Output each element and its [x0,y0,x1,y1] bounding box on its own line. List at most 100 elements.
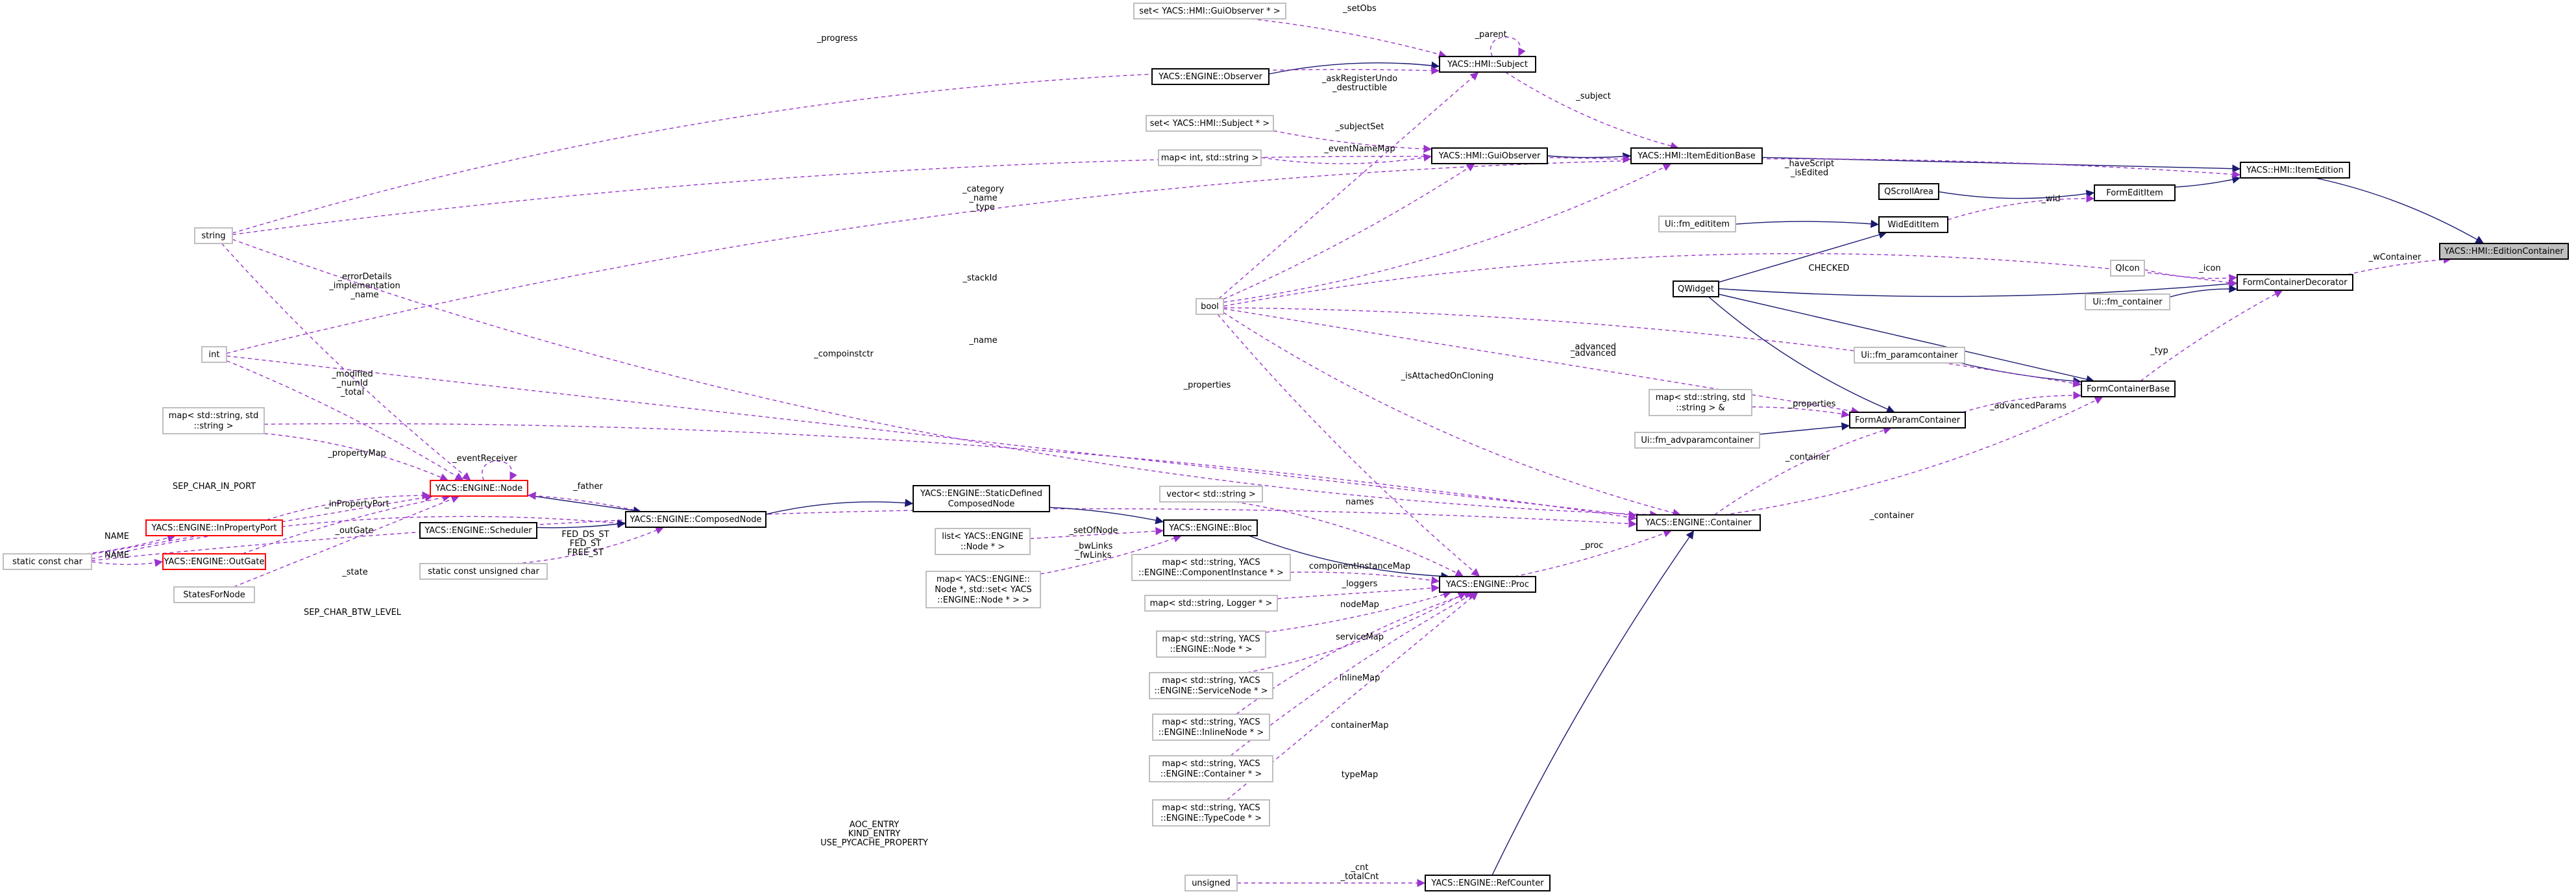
edge-label: _type [971,203,995,212]
class-node-bool[interactable]: bool [1196,298,1224,315]
inheritance-edge-form_edit_item-to-item_edition [2174,175,2241,188]
node-box [1854,347,1965,364]
class-node-map-typecode[interactable]: map< std::string, YACS::ENGINE::TypeCode… [1152,799,1270,827]
class-node-engine-proc[interactable]: YACS::ENGINE::Proc [1439,576,1536,593]
class-node-vector-string[interactable]: vector< std::string > [1159,486,1263,503]
class-node-map-int-string[interactable]: map< int, std::string > [1158,149,1262,166]
class-node-qicon[interactable]: QIcon [2110,260,2145,277]
edge-label: _wid [2041,194,2061,204]
class-node-states-for-node[interactable]: StatesForNode [173,586,255,603]
usage-edge-int-to-engine_container [226,355,1638,519]
class-node-engine-container[interactable]: YACS::ENGINE::Container [1636,514,1761,531]
class-node-engine-observer[interactable]: YACS::ENGINE::Observer [1151,68,1270,85]
edge-label: serviceMap [1336,632,1384,642]
edge-label: _implementation [328,281,400,291]
node-label: ::Node * > [961,542,1005,552]
class-node-set-subject[interactable]: set< YACS::HMI::Subject * > [1146,115,1274,132]
class-node-item-edition-base[interactable]: YACS::HMI::ItemEditionBase [1630,147,1763,164]
node-label: YACS::ENGINE::RefCounter [1430,878,1544,888]
usage-edge-string-to-item_edition_base [232,155,1632,236]
edge-label: inlineMap [1340,673,1380,683]
usage-edge-hmi_subject-to-item_edition_base [1505,71,1679,150]
class-node-map-service[interactable]: map< std::string, YACS::ENGINE::ServiceN… [1149,672,1273,699]
node-box [162,407,265,434]
class-node-map-logger[interactable]: map< std::string, Logger * > [1144,595,1278,612]
node-box [194,227,233,244]
class-node-form-container-base[interactable]: FormContainerBase [2081,380,2176,397]
class-node-map-string-string-ref[interactable]: map< std::string, std::string > & [1649,389,1752,416]
class-node-engine-refcounter[interactable]: YACS::ENGINE::RefCounter [1425,875,1551,891]
inheritance-edge-item_edition-to-edition_container [2314,177,2484,244]
node-box [1159,486,1263,503]
edge-label: _container [1869,511,1915,521]
node-box [625,511,767,528]
class-node-engine-inputport[interactable]: YACS::ENGINE::InPropertyPort [145,519,283,536]
node-box [1196,298,1224,315]
node-box [1636,514,1761,531]
node-label: Ui::fm_paramcontainer [1861,351,1958,360]
class-node-hmi-subject[interactable]: YACS::HMI::Subject [1439,56,1536,73]
node-box [1149,672,1273,699]
class-node-static-const-char[interactable]: static const char [3,553,92,570]
class-node-map-node-set[interactable]: map< YACS::ENGINE::Node *, std::set< YAC… [926,571,1041,608]
usage-edge-engine_container-to-form_container_base [1723,396,2104,516]
class-node-map-inline[interactable]: map< std::string, YACS::ENGINE::InlineNo… [1152,714,1270,741]
edge-label: _state [341,567,367,577]
node-label: string [201,231,225,241]
node-box [1184,875,1238,891]
class-node-static-const-uchar[interactable]: static const unsigned char [419,563,548,580]
edge-label: _eventNameMap [1323,144,1395,154]
usage-edge-form_adv_param_container-to-form_container_base [1962,391,2082,413]
class-node-ui-fm-paramcontainer[interactable]: Ui::fm_paramcontainer [1854,347,1965,364]
usage-edge-map_string_string_ref-to-form_adv_param_container [1751,406,1850,418]
class-node-string[interactable]: string [194,227,233,244]
class-node-engine-bloc[interactable]: YACS::ENGINE::Bloc [1163,519,1258,536]
class-node-engine-outgate[interactable]: YACS::ENGINE::OutGate [162,553,266,570]
node-label: ComposedNode [948,499,1015,509]
class-node-ui-fm-container[interactable]: Ui::fm_container [2085,293,2170,310]
class-node-set-guiobserver[interactable]: set< YACS::HMI::GuiObserver * > [1133,3,1286,19]
class-node-edition-container[interactable]: YACS::HMI::EditionContainer [2439,243,2569,260]
class-node-form-edit-item[interactable]: FormEditItem [2094,184,2176,201]
inheritance-edge-ui_fm_container-to-form_container_decorator [2169,284,2238,298]
node-label: YACS::ENGINE::InPropertyPort [151,523,276,533]
edge-label: _properties [1183,380,1231,390]
node-label: YACS::ENGINE::Scheduler [424,526,532,536]
class-node-unsigned[interactable]: unsigned [1184,875,1238,891]
class-node-form-adv-param-container[interactable]: FormAdvParamContainer [1849,412,1966,429]
node-box [913,485,1050,512]
usage-edge-list_node-to-engine_bloc [1029,527,1164,540]
class-node-engine-composednode[interactable]: YACS::ENGINE::ComposedNode [625,511,767,528]
inheritance-edge-engine_observer-to-hmi_subject [1268,61,1440,75]
inheritance-edge-engine_node-to-engine_composednode [527,495,642,515]
node-label: YACS::HMI::GuiObserver [1438,151,1541,161]
node-box [1158,149,1262,166]
inheritance-edge-engine_refcounter-to-engine_container [1491,530,1695,876]
class-node-ui-fm-edititem[interactable]: Ui::fm_edititem [1658,216,1736,232]
node-label: FormEditItem [2106,188,2163,198]
class-node-qwidget[interactable]: QWidget [1673,280,1719,297]
class-node-engine-scheduler[interactable]: YACS::ENGINE::Scheduler [419,522,537,539]
class-node-map-nodemap[interactable]: map< std::string, YACS::ENGINE::Node * > [1156,630,1266,658]
edge-label: _progress [816,34,858,44]
class-node-map-component[interactable]: map< std::string, YACS::ENGINE::Componen… [1131,554,1291,581]
node-label: Ui::fm_advparamcontainer [1641,436,1754,445]
node-box [201,346,227,363]
class-node-hmi-guiobserver[interactable]: YACS::HMI::GuiObserver [1431,147,1548,164]
node-box [2439,243,2569,260]
class-node-item-edition[interactable]: YACS::HMI::ItemEdition [2240,162,2350,179]
class-node-qscrollarea[interactable]: QScrollArea [1878,183,1939,200]
usage-edge-qicon-to-form_container_decorator [2144,269,2238,282]
node-box [162,553,266,570]
node-label: YACS::HMI::EditionContainer [2444,247,2564,256]
class-node-engine-node[interactable]: YACS::ENGINE::Node [430,480,528,497]
class-node-list-node[interactable]: list< YACS::ENGINE::Node * > [935,528,1031,555]
class-node-map-string-string[interactable]: map< std::string, std::string > [162,407,265,434]
class-node-form-container-decorator[interactable]: FormContainerDecorator [2237,274,2353,291]
class-node-int[interactable]: int [201,346,227,363]
inheritance-edge-engine_staticdefined-to-engine_bloc [1049,506,1164,525]
class-node-wid-edit-item[interactable]: WidEditItem [1878,216,1948,233]
class-node-map-container[interactable]: map< std::string, YACS::ENGINE::Containe… [1149,755,1273,782]
class-node-ui-fm-advparamcontainer[interactable]: Ui::fm_advparamcontainer [1634,432,1760,449]
